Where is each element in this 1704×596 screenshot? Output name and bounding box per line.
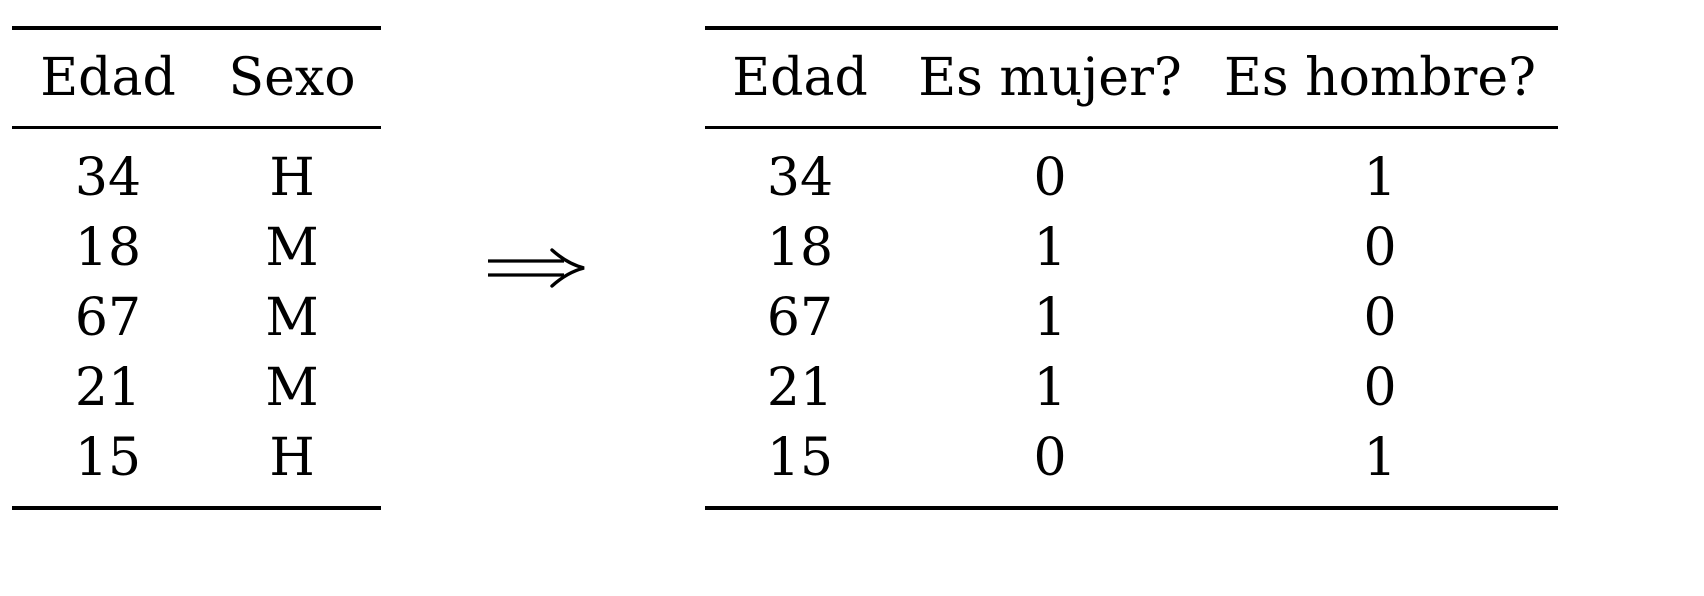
left-cell: 15 (74, 428, 142, 488)
right-cell: 34 (766, 148, 834, 208)
left-table-bottom-rule (12, 506, 381, 510)
right-cell: 0 (1033, 148, 1067, 208)
left-cell: H (269, 148, 315, 208)
right-header-edad: Edad (732, 48, 868, 108)
left-cell: M (265, 218, 319, 278)
left-cell: 21 (74, 358, 142, 418)
left-cell: 67 (74, 288, 142, 348)
right-cell: 0 (1363, 358, 1397, 418)
right-cell: 1 (1363, 428, 1397, 488)
right-table-header-rule (705, 126, 1558, 129)
right-table-bottom-rule (705, 506, 1558, 510)
right-cell: 15 (766, 428, 834, 488)
right-header-es-hombre: Es hombre? (1223, 48, 1537, 108)
right-table-top-rule (705, 26, 1558, 30)
right-cell: 0 (1363, 218, 1397, 278)
right-cell: 1 (1033, 288, 1067, 348)
left-header-sexo: Sexo (228, 48, 356, 108)
right-cell: 21 (766, 358, 834, 418)
left-cell: H (269, 428, 315, 488)
right-cell: 67 (766, 288, 834, 348)
left-table-top-rule (12, 26, 381, 30)
left-cell: 34 (74, 148, 142, 208)
right-cell: 0 (1033, 428, 1067, 488)
left-cell: 18 (74, 218, 142, 278)
left-cell: M (265, 288, 319, 348)
left-cell: M (265, 358, 319, 418)
right-cell: 1 (1033, 218, 1067, 278)
right-cell: 1 (1363, 148, 1397, 208)
left-table-header-rule (12, 126, 381, 129)
implies-arrow-icon (488, 248, 585, 288)
right-cell: 0 (1363, 288, 1397, 348)
left-header-edad: Edad (40, 48, 176, 108)
right-cell: 1 (1033, 358, 1067, 418)
right-cell: 18 (766, 218, 834, 278)
right-header-es-mujer: Es mujer? (918, 48, 1182, 108)
